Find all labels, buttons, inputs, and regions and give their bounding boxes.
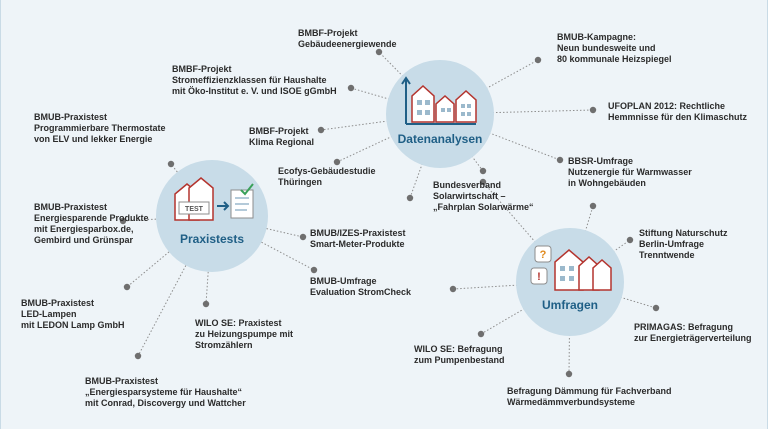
label-bbsr: BBSR-Umfrage Nutzenergie für Warmwasser … bbox=[568, 156, 692, 188]
connector-dot-energieprodukte bbox=[119, 217, 127, 225]
connector-dot-smart-meter bbox=[406, 194, 414, 202]
hub-title-datenanalysen: Datenanalysen bbox=[397, 132, 483, 146]
svg-text:!: ! bbox=[537, 271, 541, 283]
connector-dot-led bbox=[123, 283, 131, 291]
hub-title-umfragen: Umfragen bbox=[541, 298, 598, 312]
label-wilo-praxistest: WILO SE: Praxistest zu Heizungspumpe mit… bbox=[195, 318, 294, 350]
label-naturschutz: Stiftung Naturschutz Berlin-Umfrage Tren… bbox=[639, 228, 728, 260]
connector-dot-ecofys bbox=[333, 158, 341, 166]
label-ufoplan: UFOPLAN 2012: Rechtliche Hemmnisse für d… bbox=[608, 101, 748, 122]
label-thermostate: BMUB-Praxistest Programmierbare Thermost… bbox=[34, 112, 166, 144]
connector-dot-daemmung bbox=[565, 370, 573, 378]
connector-dot-smart-meter-p bbox=[299, 233, 307, 241]
connector-dot-stromcheck-u bbox=[449, 285, 457, 293]
test-card-label: TEST bbox=[185, 206, 204, 213]
label-bsw: Bundesverband Solarwirtschaft – „Fahrpla… bbox=[433, 180, 534, 212]
label-gebaeudeenergiewende: BMBF-Projekt Gebäudeenergiewende bbox=[298, 28, 397, 49]
label-energiesparsysteme: BMUB-Praxistest „Energiesparsysteme für … bbox=[85, 376, 246, 408]
praxistests-house-test-icon: TEST bbox=[174, 177, 254, 221]
label-heizspiegel: BMUB-Kampagne: Neun bundesweite und 80 k… bbox=[557, 32, 672, 64]
umfragen-question-houses-icon: ? ! bbox=[530, 245, 612, 291]
label-wilo-befragung: WILO SE: Befragung zum Pumpenbestand bbox=[414, 344, 505, 365]
label-daemmung: Befragung Dämmung für Fachverband Wärmed… bbox=[507, 386, 672, 407]
label-smart-meter: BMUB/IZES-Praxistest Smart-Meter-Produkt… bbox=[310, 228, 406, 249]
label-ecofys: Ecofys-Gebäudestudie Thüringen bbox=[278, 166, 376, 187]
connector-dot-klima-regional bbox=[317, 126, 325, 134]
label-primagas: PRIMAGAS: Befragung zur Energieträgerver… bbox=[634, 322, 752, 343]
connector-dot-stromcheck-p bbox=[310, 266, 318, 274]
label-klima-regional: BMBF-Projekt Klima Regional bbox=[249, 126, 315, 147]
connector-klima-regional bbox=[320, 113, 441, 131]
hub-title-praxistests: Praxistests bbox=[179, 232, 245, 246]
connector-dot-wilo-praxistest bbox=[202, 300, 210, 308]
label-stromcheck: BMUB-Umfrage Evaluation StromCheck bbox=[310, 276, 412, 297]
connector-dot-primagas bbox=[652, 304, 660, 312]
connector-dot-naturschutz bbox=[626, 236, 634, 244]
connector-dot-thermostate bbox=[167, 160, 175, 168]
datenanalysen-chart-houses-icon bbox=[401, 76, 477, 125]
connector-dot-heizspiegel bbox=[534, 56, 542, 64]
connector-dot-stromeffizienzklassen bbox=[347, 84, 355, 92]
svg-text:?: ? bbox=[540, 249, 547, 261]
label-stromeffizienzklassen: BMBF-Projekt Stromeffizienzklassen für H… bbox=[172, 64, 337, 96]
label-led: BMUB-Praxistest LED-Lampen mit LEDON Lam… bbox=[21, 298, 125, 330]
connector-dot-energiesparsysteme bbox=[134, 352, 142, 360]
connector-dot-bbsr-u bbox=[589, 202, 597, 210]
label-energieprodukte: BMUB-Praxistest Energiesparende Produkte… bbox=[34, 202, 149, 245]
connector-dot-bsw bbox=[479, 167, 487, 175]
connector-dot-gebaeudeenergiewende bbox=[375, 48, 383, 56]
connector-dot-bsw-u bbox=[479, 178, 487, 186]
connector-dot-bbsr bbox=[556, 156, 564, 164]
connector-dot-wilo-befragung bbox=[477, 330, 485, 338]
connector-dot-ufoplan bbox=[589, 106, 597, 114]
